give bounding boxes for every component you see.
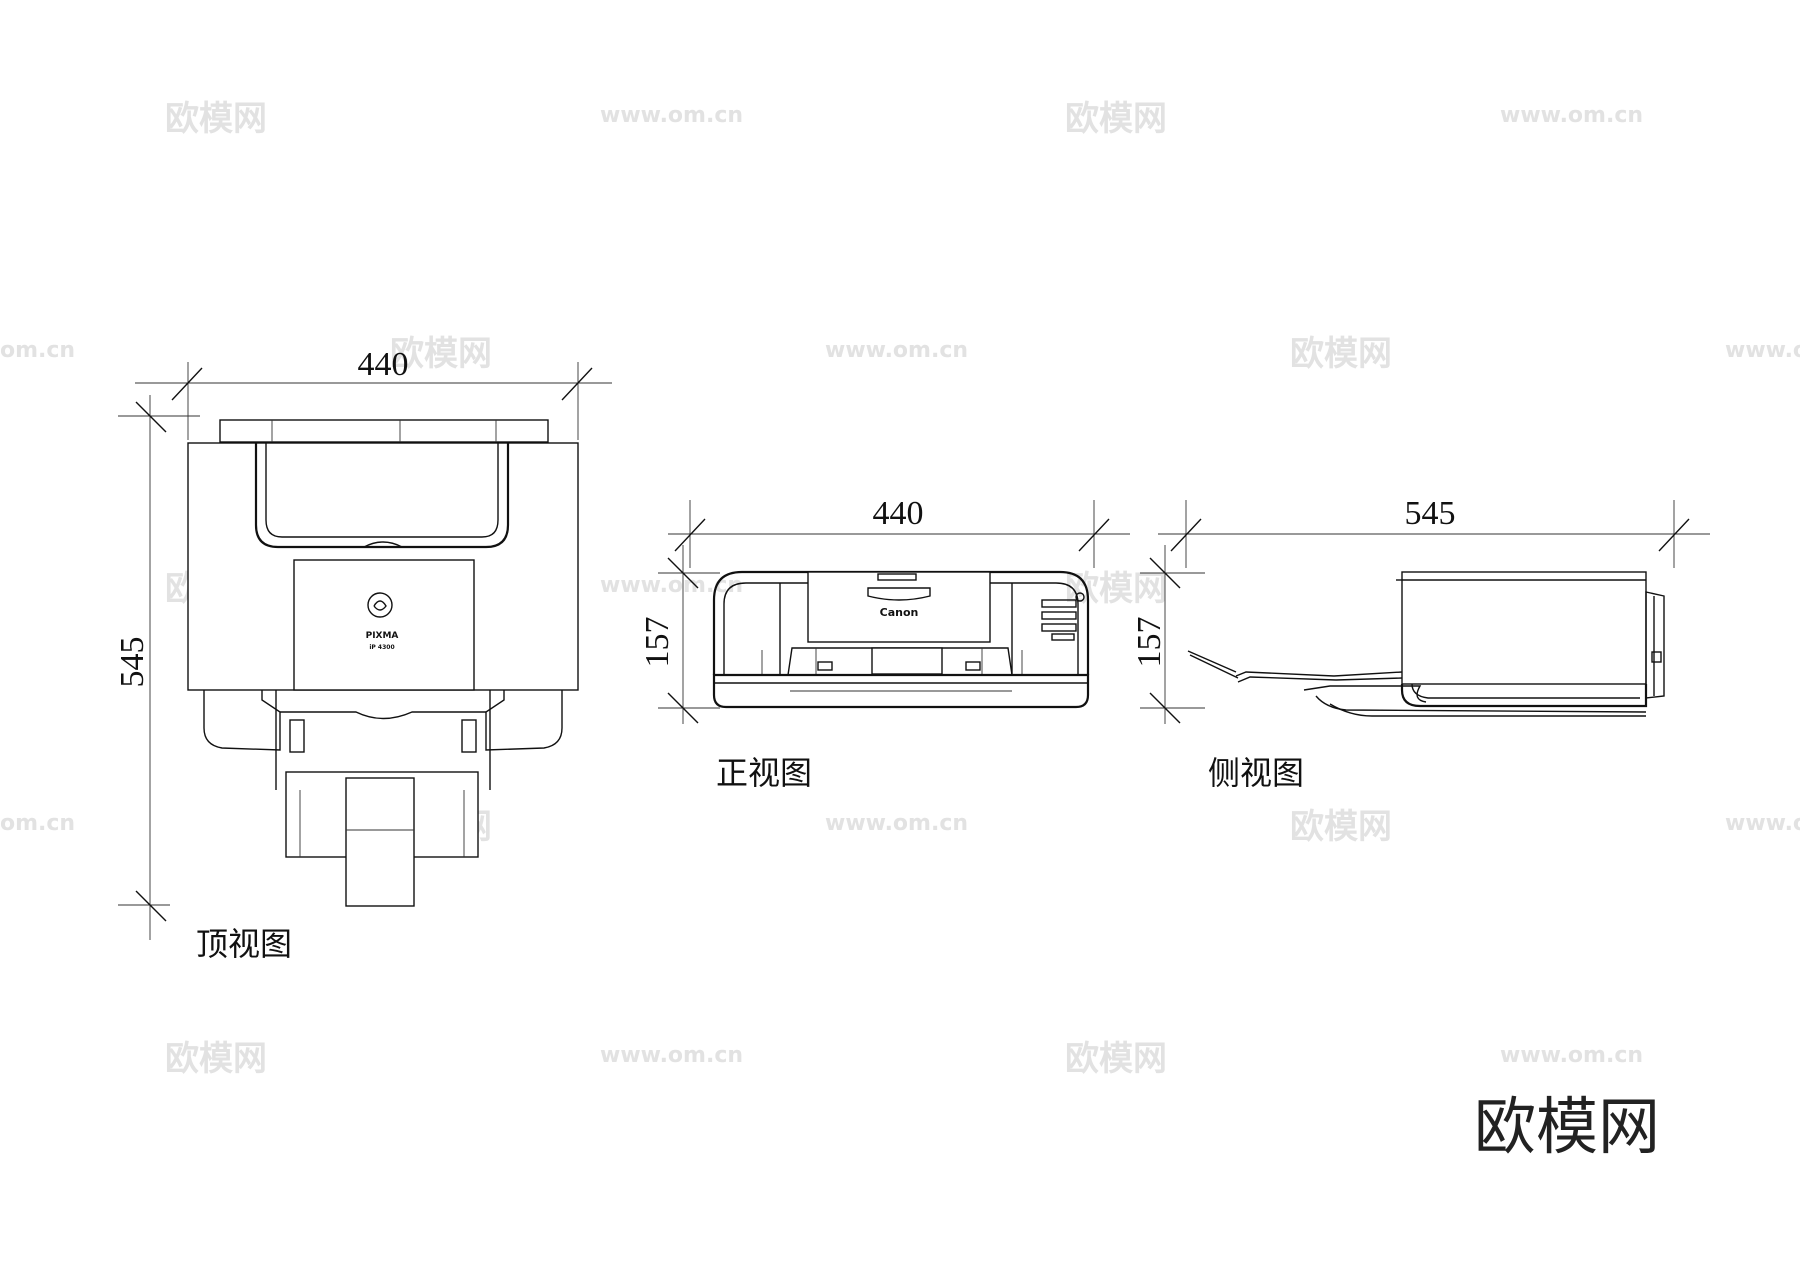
watermark-url: www.om.cn <box>1725 811 1800 836</box>
watermark-url: www.om.cn <box>825 338 968 363</box>
side-view-depth-value: 545 <box>1405 495 1456 532</box>
side-view-extended-tray <box>1235 671 1335 677</box>
watermark-brand: 欧模网 <box>390 334 492 374</box>
front-view-width-dimension: 440 <box>668 495 1130 568</box>
side-view: 545 157 侧视图 <box>1131 495 1710 792</box>
watermark-brand: 欧模网 <box>1065 99 1167 139</box>
front-view-height-value: 157 <box>639 617 676 668</box>
watermark-url: www.om.cn <box>1500 1043 1643 1068</box>
watermark-url: www.om.cn <box>600 103 743 128</box>
top-view-depth-dimension: 545 <box>114 395 200 940</box>
watermark-brand: 欧模网 <box>1290 334 1392 374</box>
watermark-brand: 欧模网 <box>165 99 267 139</box>
top-view-width-dimension: 440 <box>135 346 612 440</box>
watermark-brand: 欧模网 <box>1065 569 1167 609</box>
top-view: 440 545 PIXMA iP 4300 <box>114 346 612 963</box>
watermark-brand: 欧模网 <box>165 1039 267 1079</box>
side-view-base <box>1400 684 1648 708</box>
side-view-body <box>1401 571 1647 685</box>
top-view-depth-value: 545 <box>114 637 151 688</box>
front-view: 440 157 Canon <box>639 495 1130 792</box>
side-view-height-dimension: 157 <box>1131 545 1205 724</box>
watermark-url: www.om.cn <box>1500 103 1643 128</box>
side-view-title: 侧视图 <box>1208 754 1304 792</box>
side-view-rear-panel <box>1645 591 1665 699</box>
top-view-rear-cover <box>219 419 549 443</box>
watermark-url: om.cn <box>0 338 75 363</box>
top-view-feed-guide <box>254 443 510 549</box>
front-view-logo: Canon <box>880 606 919 619</box>
watermark-url: www.om.cn <box>825 811 968 836</box>
watermark-url: www.om.cn <box>600 1043 743 1068</box>
watermark-url: www.om.cn <box>600 573 743 598</box>
top-view-cover-panel <box>293 559 475 691</box>
front-view-cover <box>807 571 991 643</box>
top-view-extension-tray <box>345 777 415 907</box>
side-view-height-value: 157 <box>1131 617 1168 668</box>
side-view-depth-dimension: 545 <box>1158 495 1710 568</box>
top-view-model-label: PIXMA <box>366 631 399 641</box>
top-view-left-tray <box>203 690 281 751</box>
watermark-brand: 欧模网 <box>1065 1039 1167 1079</box>
power-icon <box>367 592 393 618</box>
front-view-title: 正视图 <box>716 754 812 792</box>
watermark-url: om.cn <box>0 811 75 836</box>
top-view-right-tray <box>485 690 563 751</box>
top-view-title: 顶视图 <box>196 925 292 963</box>
top-view-width-value: 440 <box>358 346 409 383</box>
watermark-url: www.om.cn <box>1725 338 1800 363</box>
front-view-width-value: 440 <box>873 495 924 532</box>
front-view-base <box>712 673 1090 709</box>
top-view-model-sub-label: iP 4300 <box>369 644 394 651</box>
corner-brand-logo: 欧模网 <box>1474 1090 1660 1163</box>
watermark-brand: 欧模网 <box>1290 807 1392 847</box>
usb-port-icon <box>1651 651 1662 663</box>
front-view-height-dimension: 157 <box>639 545 720 724</box>
